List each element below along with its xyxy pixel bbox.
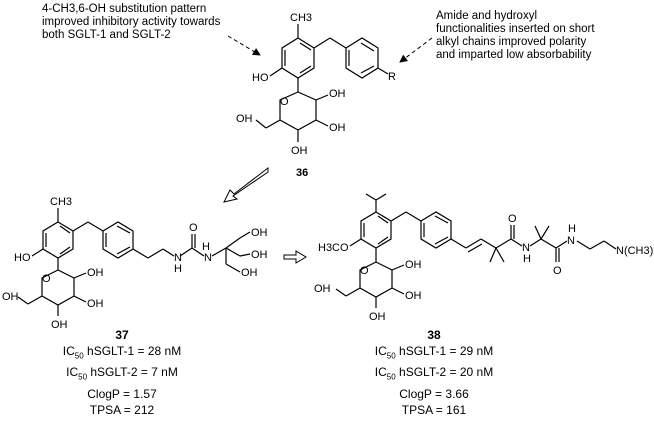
- c37-nh2-n-label: N: [204, 252, 212, 264]
- c38-ic50-sglt1: IC50 hSGLT-1 = 29 nM: [374, 344, 494, 361]
- c37-oh-f-label: OH: [251, 249, 268, 261]
- annotation-right-line-1: Amide and hydroxyl: [436, 10, 537, 22]
- compound-37-id: 37: [115, 328, 129, 342]
- hollow-arrow-diagonal: [223, 166, 269, 203]
- c38-clogp: ClogP = 3.66: [399, 386, 469, 401]
- compound-38-labels: H3CO O OH OH OH OH O N H O H N N(CH3)2: [314, 213, 654, 323]
- c37-urea-o-label: O: [189, 222, 198, 234]
- c38-methoxy-label: H3CO: [318, 242, 349, 254]
- c36-methyl-label: CH3: [290, 12, 312, 24]
- hollow-arrow-horizontal: [283, 250, 307, 264]
- compound-37-structure: [17, 208, 251, 316]
- c37-phenol-label: HO: [14, 252, 31, 264]
- c37-nh2-h-label: H: [202, 241, 210, 253]
- compound-36-labels: CH3 HO R O OH OH OH OH 36: [236, 12, 396, 179]
- compound-38-properties: 38 IC50 hSGLT-1 = 29 nM IC50 hSGLT-2 = 2…: [372, 327, 496, 418]
- c37-oh-g-label: OH: [241, 267, 258, 279]
- c38-oh-d-label: OH: [314, 283, 331, 295]
- c38-amide1-n-label: N: [522, 242, 530, 254]
- c37-tpsa: TPSA = 212: [89, 402, 155, 417]
- compound-36-structure: [255, 24, 389, 142]
- c36-r-label: R: [388, 71, 396, 83]
- c38-amide1-o-label: O: [508, 213, 517, 225]
- c36-oh-d-label: OH: [236, 113, 253, 125]
- c37-nh1-h-label: H: [174, 263, 182, 275]
- annotation-left-line-2: improved inhibitory activity towards: [42, 16, 221, 28]
- c38-dimethylamino-label: N(CH3)2: [616, 245, 654, 257]
- c37-nh1-n-label: N: [174, 252, 182, 264]
- annotation-left: 4-CH3,6-OH substitution pattern improved…: [42, 3, 220, 42]
- c38-ring-o-label: O: [360, 265, 369, 277]
- c36-oh-b-label: OH: [329, 122, 346, 134]
- c37-ic50-sglt1: IC50 hSGLT-1 = 28 nM: [62, 344, 182, 361]
- c38-oh-c-label: OH: [369, 311, 386, 323]
- c37-oh-a-label: OH: [87, 267, 104, 279]
- annotation-right-line-4: and imparted low absorbability: [436, 49, 592, 61]
- compound-37-labels: CH3 HO O OH OH OH OH O H N H N OH OH OH: [2, 196, 268, 331]
- c37-clogp: ClogP = 1.57: [87, 386, 157, 401]
- c36-oh-a-label: OH: [329, 88, 346, 100]
- c38-tpsa: TPSA = 161: [401, 402, 467, 417]
- compound-37-properties: 37 IC50 hSGLT-1 = 28 nM IC50 hSGLT-2 = 7…: [62, 327, 182, 418]
- c36-ring-o-label: O: [280, 96, 289, 108]
- compound-38-id: 38: [427, 328, 441, 342]
- c38-ic50-sglt2: IC50 hSGLT-2 = 20 nM: [374, 365, 494, 382]
- c38-amide2-o-label: O: [553, 265, 562, 277]
- c38-amide1-h-label: H: [523, 253, 531, 265]
- c37-ic50-sglt2: IC50 hSGLT-2 = 7 nM: [66, 365, 178, 382]
- c38-amide2-n-label: N: [567, 235, 575, 247]
- annotation-right-line-3: alkyl chains improved polarity: [436, 36, 587, 48]
- c37-oh-e-label: OH: [251, 227, 268, 239]
- annotation-arrow-left: [227, 35, 261, 56]
- c38-amide2-h-label: H: [568, 223, 576, 235]
- c37-oh-c-label: OH: [51, 319, 68, 331]
- annotation-arrow-right: [399, 37, 433, 63]
- c37-oh-b-label: OH: [87, 298, 104, 310]
- c36-oh-c-label: OH: [291, 145, 308, 157]
- c36-phenol-label: HO: [252, 72, 269, 84]
- annotation-right-line-2: functionalities inserted on short: [436, 23, 595, 35]
- c36-id-label: 36: [296, 167, 308, 179]
- annotation-right: Amide and hydroxyl functionalities inser…: [436, 10, 595, 62]
- compound-38-structure: [335, 193, 617, 308]
- c38-oh-a-label: OH: [405, 259, 422, 271]
- c37-ring-o-label: O: [42, 273, 51, 285]
- c37-methyl-label: CH3: [50, 196, 72, 208]
- annotation-left-line-1: 4-CH3,6-OH substitution pattern: [42, 3, 207, 15]
- c37-oh-d-label: OH: [2, 291, 19, 303]
- annotation-left-line-3: both SGLT-1 and SGLT-2: [42, 29, 171, 41]
- c38-oh-b-label: OH: [405, 290, 422, 302]
